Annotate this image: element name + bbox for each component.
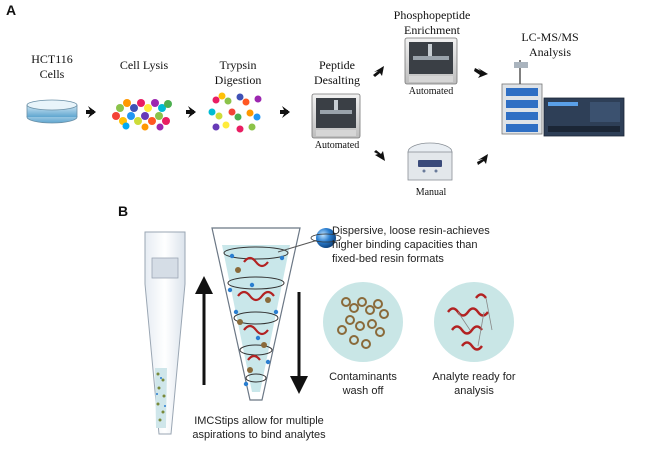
contaminant-rings	[235, 267, 271, 373]
tip-note-line1: IMCStips allow for multiple	[194, 415, 324, 427]
wash-caption: Contaminants wash off	[322, 370, 404, 398]
bead-swirl	[310, 233, 342, 243]
arrow-right-icon	[374, 150, 385, 161]
desalting-mode: Automated	[314, 140, 360, 151]
centrifuge-icon	[407, 142, 453, 181]
ready-caption-line1: Analyte ready for	[432, 371, 516, 383]
resin-note-line3: fixed-bed resin formats	[332, 253, 444, 265]
tip-cone-zoom	[211, 227, 301, 401]
arrow-right-icon	[86, 106, 96, 118]
cells-label-line1: HCT116	[31, 52, 73, 66]
phospho-label: Phosphopeptide Enrichment	[380, 8, 484, 38]
resin-dots	[227, 253, 285, 387]
phospho-mode: Automated	[408, 86, 454, 97]
petri-dish-icon	[26, 99, 78, 124]
manual-mode: Manual	[415, 187, 447, 198]
trypsin-label-line2: Digestion	[214, 73, 262, 87]
pipette-tip-icon	[144, 231, 186, 435]
lysis-label: Cell Lysis	[119, 58, 169, 72]
workflow-arrows	[86, 66, 488, 165]
trypsin-label-line1: Trypsin	[219, 58, 257, 72]
desalting-label-line1: Peptide	[319, 58, 355, 72]
arrow-right-icon	[373, 66, 384, 77]
trypsin-fragments-icon	[208, 92, 262, 133]
desalting-label-line2: Desalting	[314, 73, 360, 87]
ready-caption-line2: analysis	[454, 385, 494, 397]
wash-caption-line1: Contaminants	[329, 371, 397, 383]
panel-b-letter: B	[118, 203, 129, 219]
resin-note-line2: higher binding capacities than	[332, 239, 478, 251]
phospho-label-line2: Enrichment	[404, 23, 460, 37]
desalting-label: Peptide Desalting	[305, 58, 369, 88]
cells-label: HCT116 Cells	[22, 52, 82, 82]
callout-line	[277, 239, 319, 253]
lcms-instrument-icon	[501, 60, 625, 137]
arrow-right-icon	[474, 68, 488, 78]
tip-note-line2: aspirations to bind analytes	[192, 429, 326, 441]
lcms-label-line2: Analysis	[529, 45, 571, 59]
mixing-swirls	[223, 246, 289, 383]
phospho-instrument-icon	[404, 37, 458, 85]
lcms-label: LC-MS/MS Analysis	[510, 30, 590, 60]
arrow-right-icon	[186, 106, 196, 118]
ready-caption: Analyte ready for analysis	[426, 370, 522, 398]
wash-caption-line2: wash off	[342, 385, 384, 397]
tip-note: IMCStips allow for multiple aspirations …	[184, 414, 334, 442]
helix-strands	[237, 256, 275, 361]
contaminants-circle	[323, 282, 403, 362]
cells-label-line2: Cells	[39, 67, 65, 81]
lcms-label-line1: LC-MS/MS	[521, 30, 579, 44]
arrow-right-icon	[280, 106, 290, 118]
resin-bead-icon	[316, 228, 336, 248]
resin-note-line1: Dispersive, loose resin-achieves	[332, 225, 490, 237]
desalting-instrument-icon	[311, 93, 361, 139]
analyte-circle	[434, 282, 514, 362]
panel-a-letter: A	[6, 2, 17, 18]
arrow-right-icon	[477, 154, 488, 165]
phospho-label-line1: Phosphopeptide	[393, 8, 471, 22]
resin-note: Dispersive, loose resin-achieves higher …	[332, 224, 522, 266]
cell-lysis-icon	[112, 99, 172, 131]
trypsin-label: Trypsin Digestion	[206, 58, 270, 88]
